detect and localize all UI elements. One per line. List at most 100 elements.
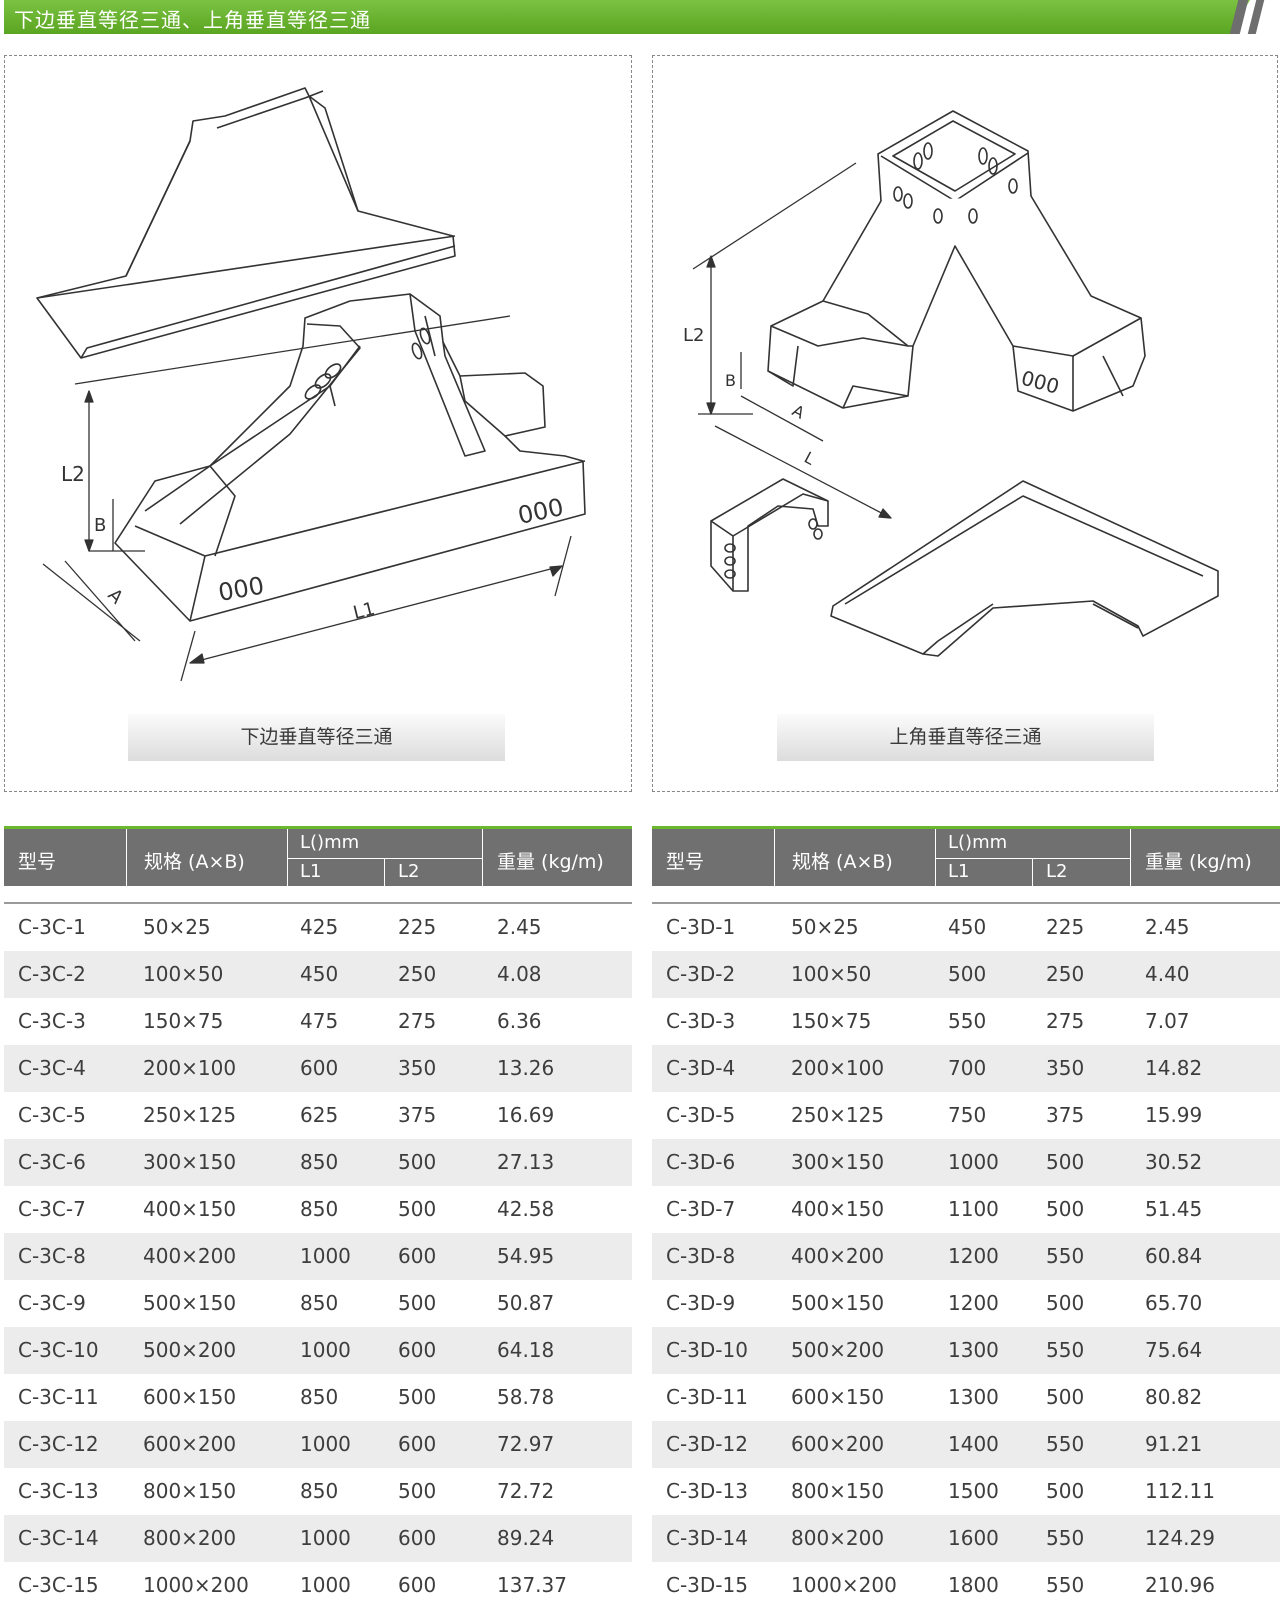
cell-weight: 124.29 [1145, 1526, 1215, 1550]
cell-weight: 72.72 [497, 1479, 555, 1503]
header-model: 型号 [18, 851, 57, 873]
cell-weight: 80.82 [1145, 1385, 1203, 1409]
cell-l1: 600 [300, 1056, 339, 1080]
header-gap [652, 886, 1280, 904]
cell-l1: 450 [948, 915, 987, 939]
spec-table-3d: 型号 规格 (A×B) L()mm L1 L2 重量 (kg/m) C-3D-1… [652, 826, 1280, 1600]
cell-spec: 200×100 [143, 1056, 237, 1080]
cell-l1: 750 [948, 1103, 987, 1127]
cell-weight: 7.07 [1145, 1009, 1190, 1033]
cell-model: C-3C-3 [18, 1009, 86, 1033]
cell-l2: 550 [1046, 1432, 1085, 1456]
cell-spec: 250×125 [791, 1103, 885, 1127]
tray-body [114, 293, 586, 622]
cell-l2: 500 [1046, 1291, 1085, 1315]
cell-model: C-3C-11 [18, 1385, 99, 1409]
cell-l2: 225 [398, 915, 437, 939]
cell-weight: 14.82 [1145, 1056, 1203, 1080]
header-length-group: L()mm [300, 832, 360, 853]
cell-spec: 800×150 [791, 1479, 885, 1503]
cell-l1: 1000 [300, 1338, 351, 1362]
bottom-tee-diagram: 000 000 L2 B A L1 [36, 87, 586, 682]
banner-background [4, 0, 1250, 34]
cell-l2: 600 [398, 1526, 437, 1550]
cell-l2: 375 [398, 1103, 437, 1127]
cell-weight: 2.45 [1145, 915, 1190, 939]
cell-l2: 550 [1046, 1244, 1085, 1268]
header-divider [287, 829, 288, 886]
cell-model: C-3D-1 [666, 915, 736, 939]
cell-l1: 1000 [300, 1244, 351, 1268]
cell-spec: 50×25 [143, 915, 211, 939]
cell-l1: 1000 [300, 1573, 351, 1597]
cell-weight: 50.87 [497, 1291, 555, 1315]
cell-spec: 300×150 [791, 1150, 885, 1174]
cell-weight: 2.45 [497, 915, 542, 939]
cell-weight: 42.58 [497, 1197, 555, 1221]
cell-l2: 275 [1046, 1009, 1085, 1033]
cell-l2: 350 [1046, 1056, 1085, 1080]
side-bracket-part [710, 478, 829, 592]
cell-l2: 500 [398, 1197, 437, 1221]
cell-weight: 16.69 [497, 1103, 555, 1127]
cell-weight: 65.70 [1145, 1291, 1203, 1315]
cell-model: C-3D-11 [666, 1385, 748, 1409]
cell-l2: 250 [398, 962, 437, 986]
cell-l2: 550 [1046, 1573, 1085, 1597]
header-l1: L1 [948, 861, 970, 882]
cell-l2: 225 [1046, 915, 1085, 939]
cell-model: C-3C-2 [18, 962, 86, 986]
cell-model: C-3C-12 [18, 1432, 99, 1456]
dim-label-l: L [801, 448, 818, 469]
cell-spec: 300×150 [143, 1150, 237, 1174]
header-gap [4, 886, 632, 904]
cell-l1: 1400 [948, 1432, 999, 1456]
cell-l2: 600 [398, 1244, 437, 1268]
cell-model: C-3D-15 [666, 1573, 748, 1597]
cell-l1: 450 [300, 962, 339, 986]
header-divider [1130, 829, 1131, 886]
cell-weight: 75.64 [1145, 1338, 1203, 1362]
cell-l1: 1000 [948, 1150, 999, 1174]
cell-weight: 60.84 [1145, 1244, 1203, 1268]
diagram-panel-top-corner-tee: 000 L2 B A L 上角 [652, 55, 1278, 792]
cell-spec: 800×200 [143, 1526, 237, 1550]
cell-l1: 500 [948, 962, 987, 986]
header-divider [482, 829, 483, 886]
cell-l1: 425 [300, 915, 339, 939]
cell-weight: 210.96 [1145, 1573, 1215, 1597]
cell-weight: 4.08 [497, 962, 542, 986]
cell-model: C-3C-6 [18, 1150, 86, 1174]
cell-spec: 800×150 [143, 1479, 237, 1503]
cell-weight: 112.11 [1145, 1479, 1215, 1503]
cell-l1: 625 [300, 1103, 339, 1127]
cell-weight: 91.21 [1145, 1432, 1203, 1456]
cell-l1: 700 [948, 1056, 987, 1080]
dim-label-a: A [789, 401, 808, 423]
cell-l1: 1100 [948, 1197, 999, 1221]
cell-l1: 850 [300, 1291, 339, 1315]
header-divider [935, 829, 936, 886]
cell-l2: 500 [1046, 1197, 1085, 1221]
cell-spec: 500×150 [143, 1291, 237, 1315]
diagram-panel-bottom-tee: 000 000 L2 B A L1 下边垂直等径三通 [4, 55, 632, 792]
cell-spec: 400×150 [791, 1197, 885, 1221]
slot-holes [304, 327, 431, 400]
cell-l2: 275 [398, 1009, 437, 1033]
cell-l1: 1200 [948, 1291, 999, 1315]
